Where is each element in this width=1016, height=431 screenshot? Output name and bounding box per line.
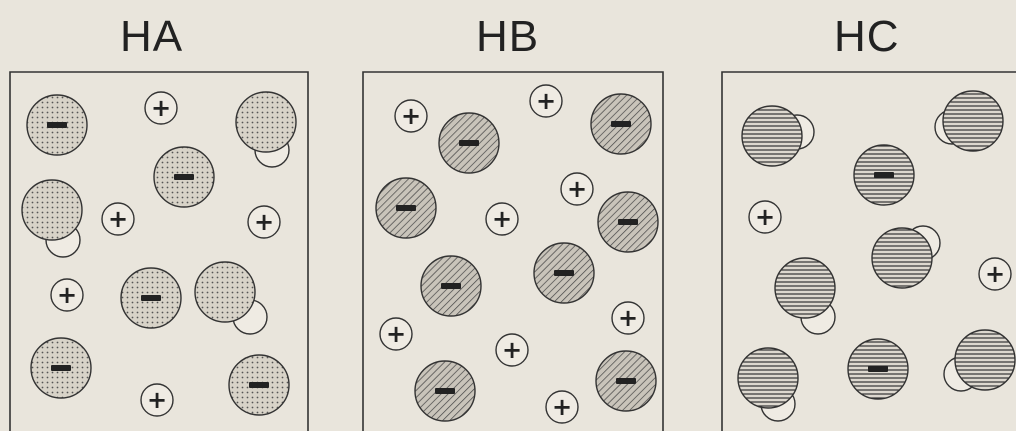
molecule-hc: [738, 348, 798, 421]
anion-ha: [27, 95, 87, 155]
cation-hb: +: [561, 173, 593, 205]
anion-ha: [229, 355, 289, 415]
molecule-hc: [742, 106, 814, 166]
cation-hc: +: [749, 201, 781, 233]
svg-text:+: +: [147, 386, 167, 414]
molecule-hc: [935, 91, 1003, 151]
anion-hb: [376, 178, 436, 238]
svg-text:+: +: [386, 320, 406, 348]
cation-ha: +: [102, 203, 134, 235]
svg-text:+: +: [254, 208, 274, 236]
anion-hb: [598, 192, 658, 252]
cation-hb: +: [546, 391, 578, 423]
svg-text:+: +: [502, 336, 522, 364]
svg-text:+: +: [536, 87, 556, 115]
molecule-hc: [944, 330, 1015, 391]
svg-text:+: +: [618, 304, 638, 332]
cation-ha: +: [141, 384, 173, 416]
cation-hb: +: [486, 203, 518, 235]
molecule-ha: [195, 262, 267, 334]
anion-hc: [854, 145, 914, 205]
cation-hb: +: [530, 85, 562, 117]
svg-text:+: +: [108, 205, 128, 233]
anion-hb: [421, 256, 481, 316]
molecule-ha: [236, 92, 296, 167]
cation-ha: +: [51, 279, 83, 311]
cation-ha: +: [248, 206, 280, 238]
svg-text:+: +: [985, 260, 1005, 288]
anion-hb: [596, 351, 656, 411]
anion-ha: [31, 338, 91, 398]
cation-hb: +: [496, 334, 528, 366]
anion-ha: [121, 268, 181, 328]
svg-text:+: +: [755, 203, 775, 231]
anion-hb: [439, 113, 499, 173]
cation-hb: +: [380, 318, 412, 350]
molecule-hc: [775, 258, 835, 334]
anion-hc: [848, 339, 908, 399]
anion-ha: [154, 147, 214, 207]
anion-hb: [591, 94, 651, 154]
svg-text:+: +: [567, 175, 587, 203]
anion-hb: [415, 361, 475, 421]
cation-hb: +: [612, 302, 644, 334]
molecule-ha: [22, 180, 82, 257]
cation-hc: +: [979, 258, 1011, 290]
svg-text:+: +: [57, 281, 77, 309]
molecule-hc: [872, 226, 940, 288]
svg-text:+: +: [151, 94, 171, 122]
svg-text:+: +: [552, 393, 572, 421]
svg-text:+: +: [401, 102, 421, 130]
svg-text:+: +: [492, 205, 512, 233]
anion-hb: [534, 243, 594, 303]
cation-hb: +: [395, 100, 427, 132]
cation-ha: +: [145, 92, 177, 124]
